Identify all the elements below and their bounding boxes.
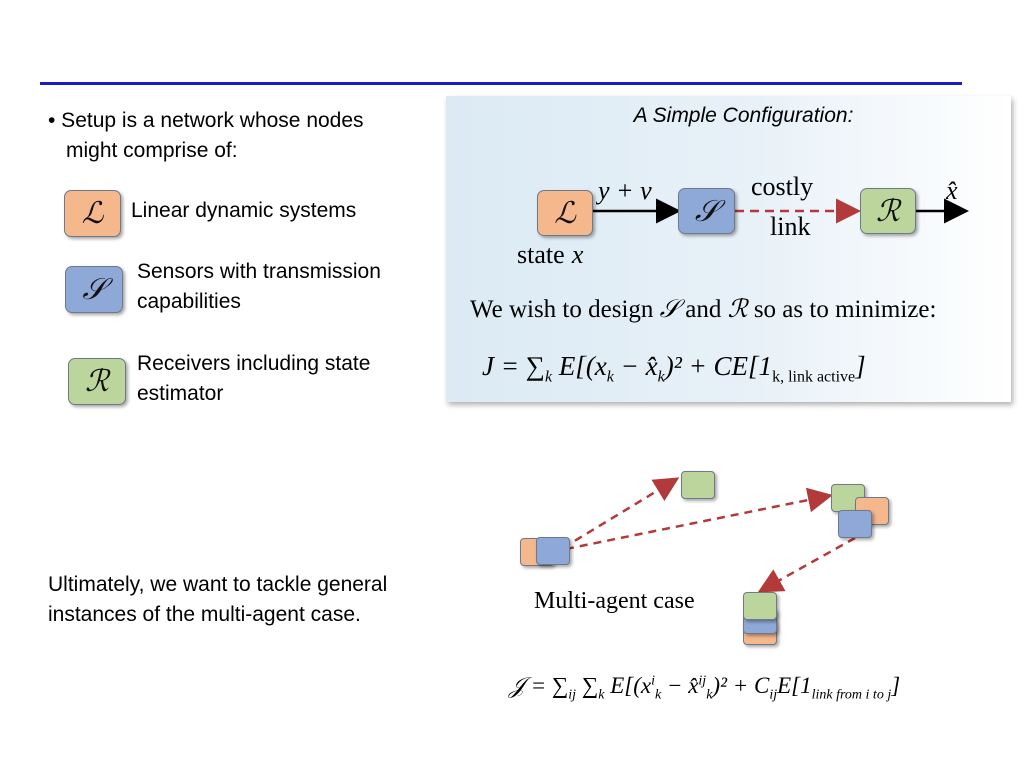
wish-sentence: We wish to design 𝒮 and ℛ so as to minim…	[470, 294, 936, 324]
legend-l-text: Linear dynamic systems	[131, 199, 357, 222]
legend-s-text: Sensors with transmission capabilities	[137, 257, 381, 317]
config-r-symbol: ℛ	[876, 193, 900, 229]
legend-l-tile: ℒ	[64, 190, 121, 237]
bottom-line-2: instances of the multi-agent case.	[48, 603, 361, 626]
setup-bullet: • Setup is a network whose nodes might c…	[48, 106, 428, 166]
f2-c-sub: ij	[769, 687, 778, 703]
ma-left-blue-node	[536, 537, 570, 565]
bottom-line-1: Ultimately, we want to tackle general	[48, 573, 388, 596]
multi-agent-formula: 𝒥 = ∑ij ∑k E[(xik − x̂ijk)² + CijE[1link…	[509, 673, 900, 704]
legend-r-text-line-2: estimator	[137, 382, 224, 405]
f2-e2: E[1	[777, 673, 812, 698]
f2-sub1: ij	[568, 687, 577, 703]
f1-xhat-sub: k	[657, 368, 665, 386]
link-label: link	[770, 212, 811, 241]
legend-r-tile: ℛ	[68, 358, 126, 405]
legend-s-tile: 𝒮	[65, 266, 123, 313]
legend-r-symbol: ℛ	[85, 364, 109, 399]
f2-sq: )² + C	[712, 673, 770, 698]
ma-bottom-green-node	[743, 592, 777, 620]
legend-s-symbol: 𝒮	[82, 272, 106, 307]
wish-prefix: We wish to design	[470, 296, 660, 323]
multi-agent-label: Multi-agent case	[534, 588, 695, 614]
f2-x-sup: i	[651, 673, 655, 689]
config-s-node: 𝒮	[678, 188, 735, 234]
legend-s-text-line-2: capabilities	[137, 290, 241, 313]
f2-minus: − x̂	[661, 673, 699, 698]
panel-title: A Simple Configuration:	[633, 104, 854, 127]
f2-sub2: k	[598, 687, 605, 703]
f1-x-sub: k	[606, 368, 614, 386]
f2-sum2: ∑	[576, 673, 599, 698]
bullet-line-1: • Setup is a network whose nodes	[48, 109, 364, 132]
wish-and: and	[679, 296, 728, 323]
legend-s-text-line-1: Sensors with transmission	[137, 260, 381, 283]
title-rule	[40, 82, 962, 85]
f2-x-sub: k	[654, 687, 662, 703]
state-word: state	[517, 240, 565, 269]
f2-indicator-sub: link from i to j	[811, 687, 892, 703]
state-label: state x	[517, 239, 583, 270]
wish-s-symbol: 𝒮	[659, 296, 679, 323]
f1-minus: − x̂	[613, 351, 658, 381]
edge-label-y-plus-v: y + v	[598, 176, 652, 205]
f1-sq: )² + CE[1	[664, 351, 773, 381]
ma-arrow-to-right-cluster	[565, 487, 833, 551]
f2-xh-sub: k	[706, 687, 713, 703]
wish-r-symbol: ℛ	[727, 296, 748, 323]
ma-arrow-to-bottom-cluster	[757, 536, 856, 593]
output-label-xhat: x̂	[946, 176, 958, 205]
ma-top-green-node	[681, 471, 715, 499]
costly-label: costly	[751, 172, 814, 201]
legend-r-text-line-1: Receivers including state	[137, 352, 371, 375]
multi-agent-statement: Ultimately, we want to tackle general in…	[48, 570, 448, 630]
f1-indicator-sub: k, link active	[772, 368, 856, 386]
f1-term1: E[(x	[552, 351, 607, 381]
config-l-node: ℒ	[537, 190, 593, 236]
legend-l-symbol: ℒ	[81, 196, 104, 231]
config-l-symbol: ℒ	[554, 195, 576, 231]
f1-close: ]	[855, 351, 866, 381]
f1-lhs: J = ∑	[482, 351, 545, 381]
ma-arrow-to-top-green	[562, 477, 680, 550]
f2-close: ]	[891, 673, 901, 698]
config-r-node: ℛ	[860, 188, 916, 234]
configuration-arrows	[593, 198, 969, 224]
ma-right-blue-node	[838, 510, 872, 538]
f2-lhs: 𝒥 = ∑	[509, 673, 569, 698]
simple-configuration-panel: A Simple Configuration: ℒ 𝒮 ℛ y + v x̂ c…	[446, 96, 1011, 402]
f2-e: E[(x	[604, 673, 652, 698]
config-s-symbol: 𝒮	[694, 193, 719, 229]
cost-formula: J = ∑k E[(xk − x̂k)² + CE[1k, link activ…	[482, 351, 866, 386]
wish-suffix: so as to minimize:	[747, 296, 937, 323]
bullet-line-2: might comprise of:	[66, 139, 238, 162]
legend-r-text: Receivers including state estimator	[137, 349, 370, 409]
f1-sum-sub: k	[544, 368, 553, 386]
state-var: x	[571, 240, 584, 269]
f2-xh-sup: ij	[698, 673, 707, 689]
